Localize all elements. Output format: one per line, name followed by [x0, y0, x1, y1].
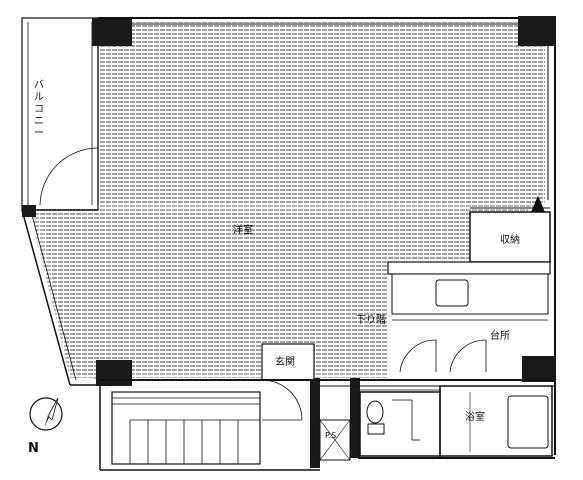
- kitchen-area: [387, 261, 551, 321]
- balcony-label: バルコニー: [34, 79, 44, 139]
- toilet-room: [359, 391, 441, 457]
- ps-duct: [319, 419, 351, 461]
- compass-north-label: N: [28, 441, 39, 456]
- bathroom: [439, 385, 553, 457]
- western-room-floor: [30, 22, 545, 380]
- kitchen-doors: [399, 339, 487, 373]
- compass-icon: [29, 397, 63, 431]
- staircase: [111, 379, 303, 465]
- kitchen-label: 台所: [490, 329, 510, 342]
- arrow-marker-icon: [531, 195, 545, 212]
- entrance-label: 玄関: [275, 355, 295, 368]
- western-room-label: 洋室: [233, 223, 253, 236]
- bath-label: 浴室: [465, 410, 485, 423]
- structural-columns: [22, 16, 556, 468]
- partition-lines: [100, 379, 555, 391]
- outer-walls: [21, 17, 556, 471]
- balcony-door: [39, 147, 99, 206]
- storage-label: 収納: [500, 233, 520, 246]
- ps-label: P.S: [325, 431, 336, 440]
- down-stairs-label: 下り階: [356, 314, 386, 326]
